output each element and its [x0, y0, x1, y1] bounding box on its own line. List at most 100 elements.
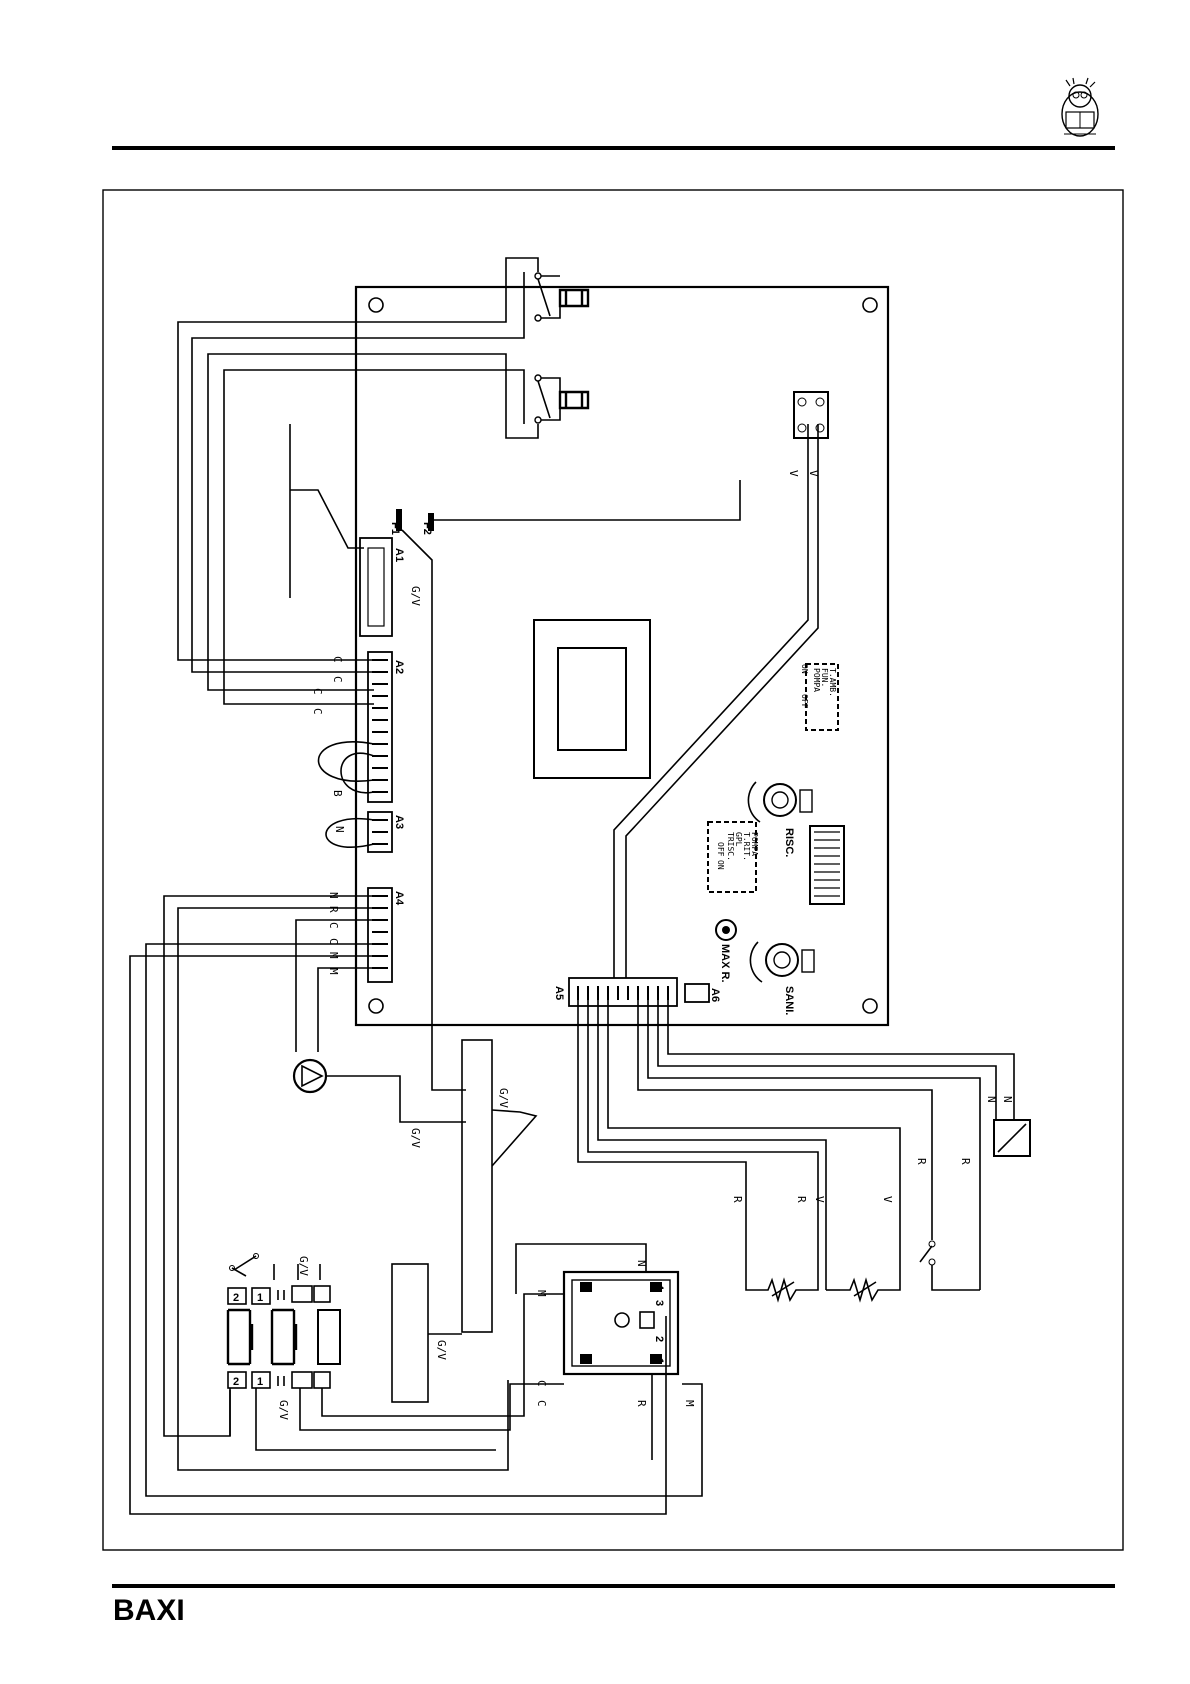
wire-label-gv: G/V — [409, 1128, 422, 1148]
dip2-label-2: TRISC. — [726, 832, 735, 861]
wire-label-c: C — [311, 708, 324, 715]
pump-icon — [292, 1058, 328, 1094]
connector-a1-label: A1 — [393, 548, 405, 562]
connector-a5-label: A5 — [553, 986, 565, 1000]
gas-valve-block — [391, 1263, 429, 1403]
fuse-f2-label: F2 — [421, 522, 433, 535]
wire-label-n: N — [327, 892, 340, 899]
wire-label-c: C — [331, 676, 344, 683]
ic-chip — [809, 825, 845, 905]
mascot-icon — [1061, 77, 1099, 137]
connector-a2-label: A2 — [393, 660, 405, 674]
wire-label-n: N — [1001, 1096, 1014, 1103]
potentiometer-sani — [749, 941, 815, 983]
pot-sani-label: SANI. — [783, 986, 795, 1015]
ntc-sensor-connector — [793, 391, 829, 439]
footer-rule — [112, 1584, 1115, 1588]
earth-bar: G/V — [461, 1039, 538, 1333]
wire-label-c: C — [327, 922, 340, 929]
wire-label-gv: G/V — [435, 1340, 448, 1360]
solenoid-icon — [993, 1119, 1031, 1157]
dip2-label-1: ON — [716, 860, 725, 870]
dip1-label-0: T.AMB. — [828, 668, 837, 697]
relay-pin-2: 2 — [653, 1336, 665, 1342]
connector-a6 — [684, 983, 710, 1003]
mounting-hole — [368, 998, 384, 1014]
wire-label-r: R — [915, 1158, 928, 1165]
dip1-label-2: POMPA — [812, 668, 821, 692]
wiring-top: V V C C C C B N G/V — [177, 257, 829, 1091]
dip1-label-off: OFF — [800, 694, 809, 709]
connector-a5 — [568, 977, 678, 1007]
trimmer-max-r — [715, 919, 737, 941]
relay-pin-1: 1 — [653, 1358, 665, 1364]
terminal-2-label: 2 — [233, 1376, 239, 1388]
wire-label-v: V — [787, 470, 800, 477]
wire-label-c: C — [331, 656, 344, 663]
wire-label-n: N — [635, 1260, 648, 1267]
display-window — [557, 647, 627, 751]
display-frame — [533, 619, 651, 779]
wire-label-r: R — [731, 1196, 744, 1203]
connector-a6-label: A6 — [709, 988, 721, 1002]
wire-label-r: R — [795, 1196, 808, 1203]
terminal-2-label: 2 — [233, 1292, 239, 1304]
wire-label-gv: G/V — [409, 586, 422, 606]
wire-label-r: R — [327, 906, 340, 913]
relay-pin-4: 4 — [653, 1284, 665, 1291]
trimmer-max-r-label: MAX R. — [719, 944, 731, 983]
wire-label-b: B — [331, 790, 344, 797]
wire-label-c: C — [327, 938, 340, 945]
relay-pin-3: 3 — [653, 1300, 665, 1306]
connector-a4-label: A4 — [393, 891, 405, 906]
terminal-1-label: 1 — [257, 1292, 263, 1304]
control-board: F1 F2 A1 A2 A3 A4 A5 A6 — [354, 285, 890, 1027]
wire-label-c: C — [535, 1380, 548, 1387]
fuse-f1-label: F1 — [389, 522, 401, 535]
mounting-hole — [862, 297, 878, 313]
mounting-hole — [862, 998, 878, 1014]
dip2-label-4: T.RIT. — [742, 832, 751, 861]
wire-label-r: R — [635, 1400, 648, 1407]
wire-label-m: M — [683, 1400, 696, 1407]
pressure-switch-2 — [534, 374, 590, 424]
wire-label-gv: G/V — [277, 1400, 290, 1420]
wire-label-c: C — [535, 1400, 548, 1407]
diverter-valve-relay: 1 2 3 4 — [562, 1270, 680, 1376]
wire-label-v: V — [807, 470, 820, 477]
wire-label-v: V — [881, 1196, 894, 1203]
wire-label-m: M — [327, 952, 340, 959]
mounting-hole — [368, 297, 384, 313]
connector-a3 — [367, 811, 393, 853]
wire-label-gv: G/V — [497, 1088, 510, 1108]
wire-label-n: N — [333, 826, 346, 833]
wire-label-gv: G/V — [297, 1256, 310, 1276]
header-rule — [112, 146, 1115, 150]
dip2-label-3: GPL — [734, 832, 743, 847]
connector-a2 — [367, 651, 393, 803]
connector-a4 — [367, 887, 393, 983]
fuse-f2 — [428, 513, 434, 531]
connector-a1 — [359, 537, 393, 637]
dip2-label-0: OFF — [716, 842, 725, 857]
wiring-a5: R R V V R R N N — [577, 1000, 1031, 1303]
wire-label-m: M — [327, 968, 340, 975]
dip2-label-5: POMPA — [750, 832, 759, 856]
wire-label-m: M — [535, 1290, 548, 1297]
pressure-switch-1 — [534, 272, 590, 322]
dip-switch-block-1 — [805, 663, 839, 731]
wire-label-n: N — [985, 1096, 998, 1103]
dip1-label-on: ON — [800, 664, 809, 674]
potentiometer-risc — [747, 781, 813, 823]
pot-risc-label: RISC. — [783, 828, 795, 857]
terminal-1-label: 1 — [257, 1376, 263, 1388]
brand-logo: BAXI — [113, 1594, 185, 1627]
diagram-frame — [102, 189, 1124, 1551]
wire-label-c: C — [311, 688, 324, 695]
wire-label-v: V — [813, 1196, 826, 1203]
connector-a3-label: A3 — [393, 815, 405, 829]
wiring-a4: N R C C M M G/V — [129, 892, 703, 1515]
mains-terminal-block: 2 1 2 1 G/V G/V — [226, 1253, 341, 1420]
